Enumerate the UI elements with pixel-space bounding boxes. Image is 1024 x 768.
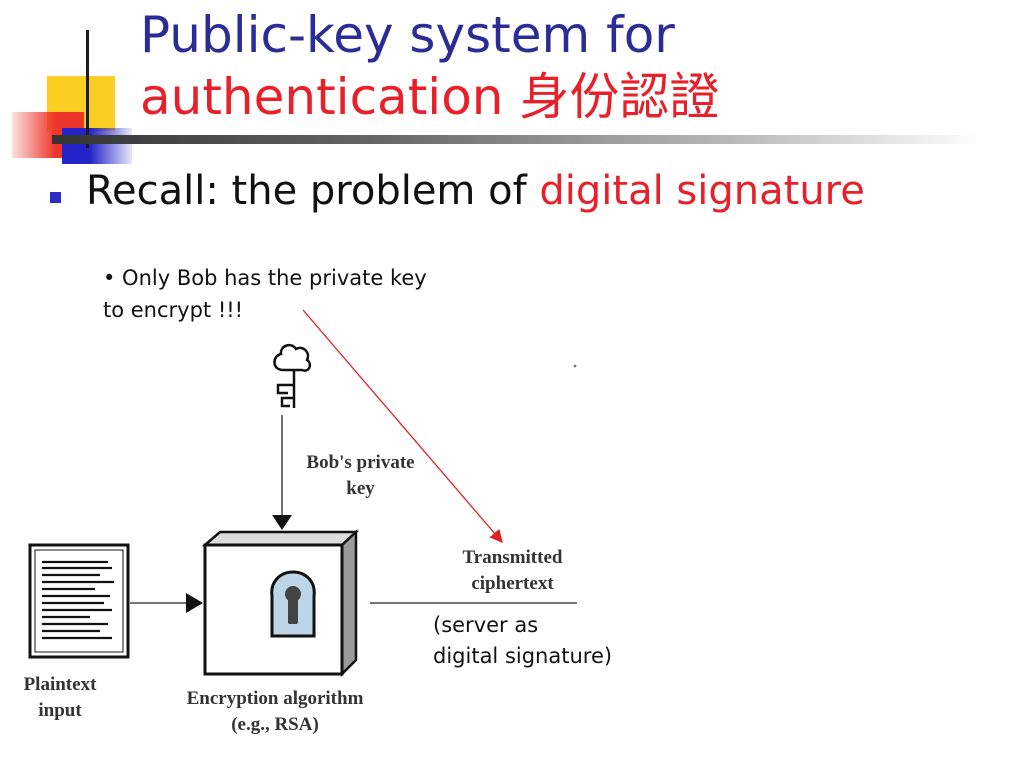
decor-vertical-line bbox=[86, 30, 89, 148]
private-key-label: Bob's private key bbox=[278, 450, 443, 502]
title-line-1: Public-key system for bbox=[140, 6, 675, 64]
slide-title: Public-key system for authentication 身份認… bbox=[140, 4, 1000, 128]
digital-signature-note: (server as digital signature) bbox=[433, 610, 653, 672]
plaintext-label-line-1: Plaintext bbox=[23, 674, 97, 695]
note-pointer-arrow bbox=[302, 309, 503, 543]
bullet-highlight: digital signature bbox=[539, 168, 865, 214]
private-key-note: • Only Bob has the private key to encryp… bbox=[103, 262, 483, 326]
decor-blue-block bbox=[62, 128, 132, 164]
title-authentication: authentication bbox=[140, 68, 504, 126]
title-underline bbox=[52, 135, 982, 144]
server-note-line-1: (server as bbox=[433, 613, 539, 637]
ciphertext-label-line-1: Transmitted bbox=[462, 547, 563, 568]
bullet-prefix: Recall: the problem of bbox=[86, 168, 540, 214]
stray-dot bbox=[573, 364, 577, 368]
encryption-label-line-1: Encryption algorithm bbox=[186, 688, 364, 709]
private-key-label-line-2: key bbox=[346, 478, 375, 499]
note-line-2: to encrypt !!! bbox=[103, 298, 244, 322]
key-arrow-head bbox=[272, 515, 292, 530]
plaintext-arrow-head bbox=[186, 593, 203, 613]
note-line-1: • Only Bob has the private key bbox=[103, 266, 427, 290]
encryption-label: Encryption algorithm (e.g., RSA) bbox=[160, 686, 390, 738]
document-icon bbox=[28, 543, 130, 659]
title-line-2: authentication 身份認證 bbox=[140, 66, 1000, 128]
encryption-label-line-2: (e.g., RSA) bbox=[231, 714, 319, 735]
bullet-text: Recall: the problem of digital signature bbox=[86, 168, 865, 214]
server-note-line-2: digital signature) bbox=[433, 644, 613, 668]
bullet-square-icon bbox=[50, 192, 61, 203]
ciphertext-label: Transmitted ciphertext bbox=[440, 545, 585, 597]
key-icon bbox=[273, 343, 312, 408]
ciphertext-label-line-2: ciphertext bbox=[471, 573, 554, 594]
plaintext-label: Plaintext input bbox=[8, 672, 112, 724]
plaintext-label-line-2: input bbox=[38, 700, 82, 721]
private-key-label-line-1: Bob's private bbox=[306, 452, 415, 473]
title-chinese: 身份認證 bbox=[519, 68, 720, 126]
keyhole-icon bbox=[270, 570, 316, 638]
